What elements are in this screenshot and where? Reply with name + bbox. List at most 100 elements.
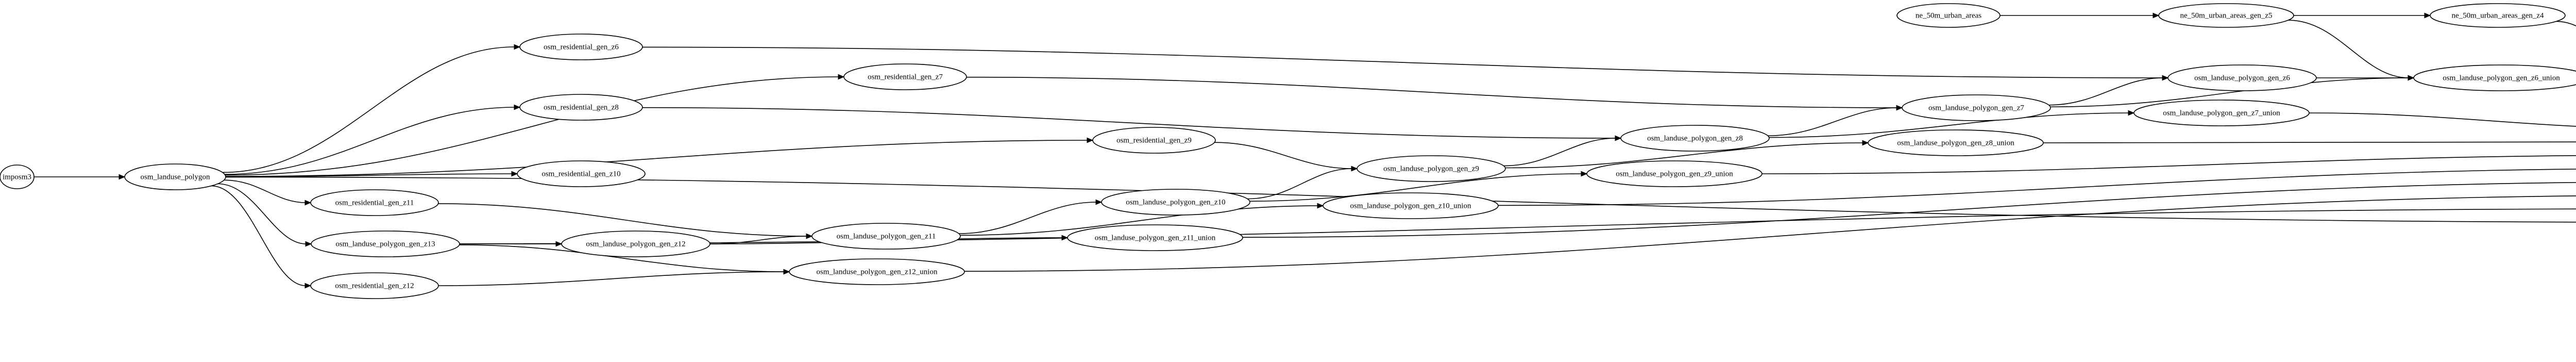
node-label: osm_residential_gen_z12 [335,282,414,290]
node-osm_residential_gen_z6[interactable]: osm_residential_gen_z6 [519,34,643,60]
edge-arrowhead [2408,75,2415,81]
node-osm_landuse_polygon_gen_z9_union[interactable]: osm_landuse_polygon_gen_z9_union [1586,160,1762,187]
node-label: osm_landuse_polygon_gen_z6_union [2443,74,2560,82]
node-osm_landuse_polygon_gen_z8[interactable]: osm_landuse_polygon_gen_z8 [1620,125,1770,152]
node-osm_landuse_polygon_gen_z7_union[interactable]: osm_landuse_polygon_gen_z7_union [2133,100,2310,126]
edge-osm_residential_gen_z12-to-osm_landuse_polygon_gen_z12_union [438,271,785,286]
node-shape [561,231,710,257]
node-osm_landuse_polygon_gen_z8_union[interactable]: osm_landuse_polygon_gen_z8_union [1868,129,2044,156]
edge-osm_landuse_polygon_gen_z9-to-osm_landuse_polygon_gen_z8_union [1505,142,1863,169]
node-imposm3[interactable]: imposm3 [0,164,35,189]
node-osm_landuse_polygon_gen_z12[interactable]: osm_landuse_polygon_gen_z12 [561,231,710,257]
edge-osm_landuse_polygon-to-osm_residential_gen_z8 [225,107,515,175]
edge-arrowhead [1087,137,1094,143]
node-osm_landuse_polygon_gen_z6_union[interactable]: osm_landuse_polygon_gen_z6_union [2413,64,2576,91]
node-shape [1357,155,1506,182]
edge-osm_landuse_polygon_gen_z10-to-osm_landuse_polygon_gen_z9 [1247,168,1352,200]
node-shape [519,34,643,60]
node-shape [124,163,226,190]
node-shape [2133,100,2310,126]
edge-ne_50m_urban_areas_gen_z4-to-layer_landuse [2556,21,2576,27]
node-osm_landuse_polygon_gen_z9[interactable]: osm_landuse_polygon_gen_z9 [1357,155,1506,182]
node-shape [2167,64,2317,91]
node-label: osm_landuse_polygon_gen_z9_union [1616,170,1733,178]
node-shape [310,272,439,299]
edge-osm_residential_gen_z11-to-osm_landuse_polygon_gen_z11 [438,203,807,237]
node-shape [1101,189,1250,216]
node-ne_50m_urban_areas[interactable]: ne_50m_urban_areas [1896,3,2001,28]
node-osm_landuse_polygon[interactable]: osm_landuse_polygon [124,163,226,190]
node-shape [1586,160,1762,187]
node-osm_landuse_polygon_gen_z13[interactable]: osm_landuse_polygon_gen_z13 [311,231,460,257]
edge-osm_landuse_polygon_gen_z8-to-osm_landuse_polygon_gen_z7 [1768,107,1897,137]
node-shape [519,94,643,121]
node-label: osm_landuse_polygon_gen_z11 [837,232,936,240]
node-osm_residential_gen_z10[interactable]: osm_residential_gen_z10 [517,160,646,187]
node-shape [1896,3,2001,28]
edge-osm_residential_gen_z8-to-osm_landuse_polygon_gen_z8 [642,107,1616,139]
node-shape [1902,94,2051,121]
edge-arrowhead [783,269,790,275]
node-osm_landuse_polygon_gen_z12_union[interactable]: osm_landuse_polygon_gen_z12_union [789,258,965,285]
node-label: ne_50m_urban_areas [1916,11,1981,20]
edge-ne_50m_urban_areas_gen_z5-to-osm_landuse_polygon_gen_z6_union [2288,20,2409,78]
node-shape [517,160,646,187]
edge-osm_residential_gen_z9-to-osm_landuse_polygon_gen_z9 [1214,142,1352,169]
edge-arrowhead [118,174,126,180]
node-osm_landuse_polygon_gen_z10[interactable]: osm_landuse_polygon_gen_z10 [1101,189,1250,216]
edge-osm_landuse_polygon_gen_z8-to-osm_landuse_polygon_gen_z7_union [1769,112,2129,138]
edge-osm_landuse_polygon-to-osm_residential_gen_z7 [225,76,839,176]
node-ne_50m_urban_areas_gen_z4[interactable]: ne_50m_urban_areas_gen_z4 [2430,3,2566,28]
node-label: osm_residential_gen_z11 [335,199,414,207]
edge-osm_landuse_polygon_gen_z8_union-to-layer_landuse [2043,141,2576,143]
node-label: ne_50m_urban_areas_gen_z4 [2451,11,2544,20]
edge-arrowhead [1095,199,1103,205]
node-shape [1092,127,1216,154]
node-shape [2413,64,2576,91]
edge-osm_landuse_polygon_gen_z11_union-to-layer_landuse [1242,182,2576,238]
node-shape [1323,192,1499,219]
node-osm_landuse_polygon_gen_z7[interactable]: osm_landuse_polygon_gen_z7 [1902,94,2051,121]
node-osm_residential_gen_z8[interactable]: osm_residential_gen_z8 [519,94,643,121]
edge-arrowhead [304,283,312,289]
edge-arrowhead [1615,135,1622,141]
node-osm_landuse_polygon_gen_z11[interactable]: osm_landuse_polygon_gen_z11 [811,223,961,250]
node-label: osm_residential_gen_z7 [868,73,943,81]
node-label: osm_landuse_polygon_gen_z11_union [1095,234,1216,242]
node-label: ne_50m_urban_areas_gen_z5 [2180,11,2272,20]
node-label: osm_landuse_polygon_gen_z10 [1126,198,1225,206]
node-ne_50m_urban_areas_gen_z5[interactable]: ne_50m_urban_areas_gen_z5 [2158,3,2294,28]
edge-osm_landuse_polygon-to-osm_landuse_polygon_gen_z13 [217,183,307,244]
edge-arrowhead [806,233,813,239]
node-shape [311,231,460,257]
edge-osm_landuse_polygon-to-osm_residential_gen_z12 [211,185,306,286]
node-shape [0,164,35,189]
node-osm_residential_gen_z12[interactable]: osm_residential_gen_z12 [310,272,439,299]
edge-osm_landuse_polygon-to-osm_residential_gen_z6 [222,46,515,173]
node-label: osm_landuse_polygon_gen_z6 [2194,74,2290,82]
edge-osm_landuse_polygon_gen_z7_union-to-layer_landuse [2309,112,2576,127]
node-osm_landuse_polygon_gen_z10_union[interactable]: osm_landuse_polygon_gen_z10_union [1323,192,1499,219]
edge-arrowhead [2162,75,2169,81]
node-label: osm_landuse_polygon_gen_z12 [586,240,685,248]
node-osm_landuse_polygon_gen_z6[interactable]: osm_landuse_polygon_gen_z6 [2167,64,2317,91]
edge-osm_landuse_polygon_gen_z10-to-osm_landuse_polygon_gen_z9_union [1249,173,1582,202]
edge-osm_landuse_polygon_gen_z9-to-osm_landuse_polygon_gen_z8 [1503,138,1616,167]
edge-arrowhead [2153,12,2160,19]
node-label: osm_landuse_polygon [141,173,210,181]
node-osm_residential_gen_z7[interactable]: osm_residential_gen_z7 [843,63,967,90]
node-label: osm_residential_gen_z8 [544,103,619,111]
edge-arrowhead [305,241,312,247]
edge-osm_landuse_polygon_gen_z13-to-osm_landuse_polygon_gen_z12_union [459,244,785,272]
node-osm_residential_gen_z11[interactable]: osm_residential_gen_z11 [310,189,439,216]
node-osm_landuse_polygon_gen_z11_union[interactable]: osm_landuse_polygon_gen_z11_union [1067,224,1243,251]
edge-osm_landuse_polygon-to-osm_residential_gen_z11 [224,179,306,203]
edge-osm_landuse_polygon_gen_z9_union-to-layer_landuse [1761,155,2576,174]
node-osm_residential_gen_z9[interactable]: osm_residential_gen_z9 [1092,127,1216,154]
edge-arrowhead [1896,105,1903,111]
edge-arrowhead [838,74,845,80]
edge-arrowhead [2128,110,2135,116]
edge-osm_landuse_polygon_gen_z11-to-osm_landuse_polygon_gen_z10_union [960,205,1318,236]
